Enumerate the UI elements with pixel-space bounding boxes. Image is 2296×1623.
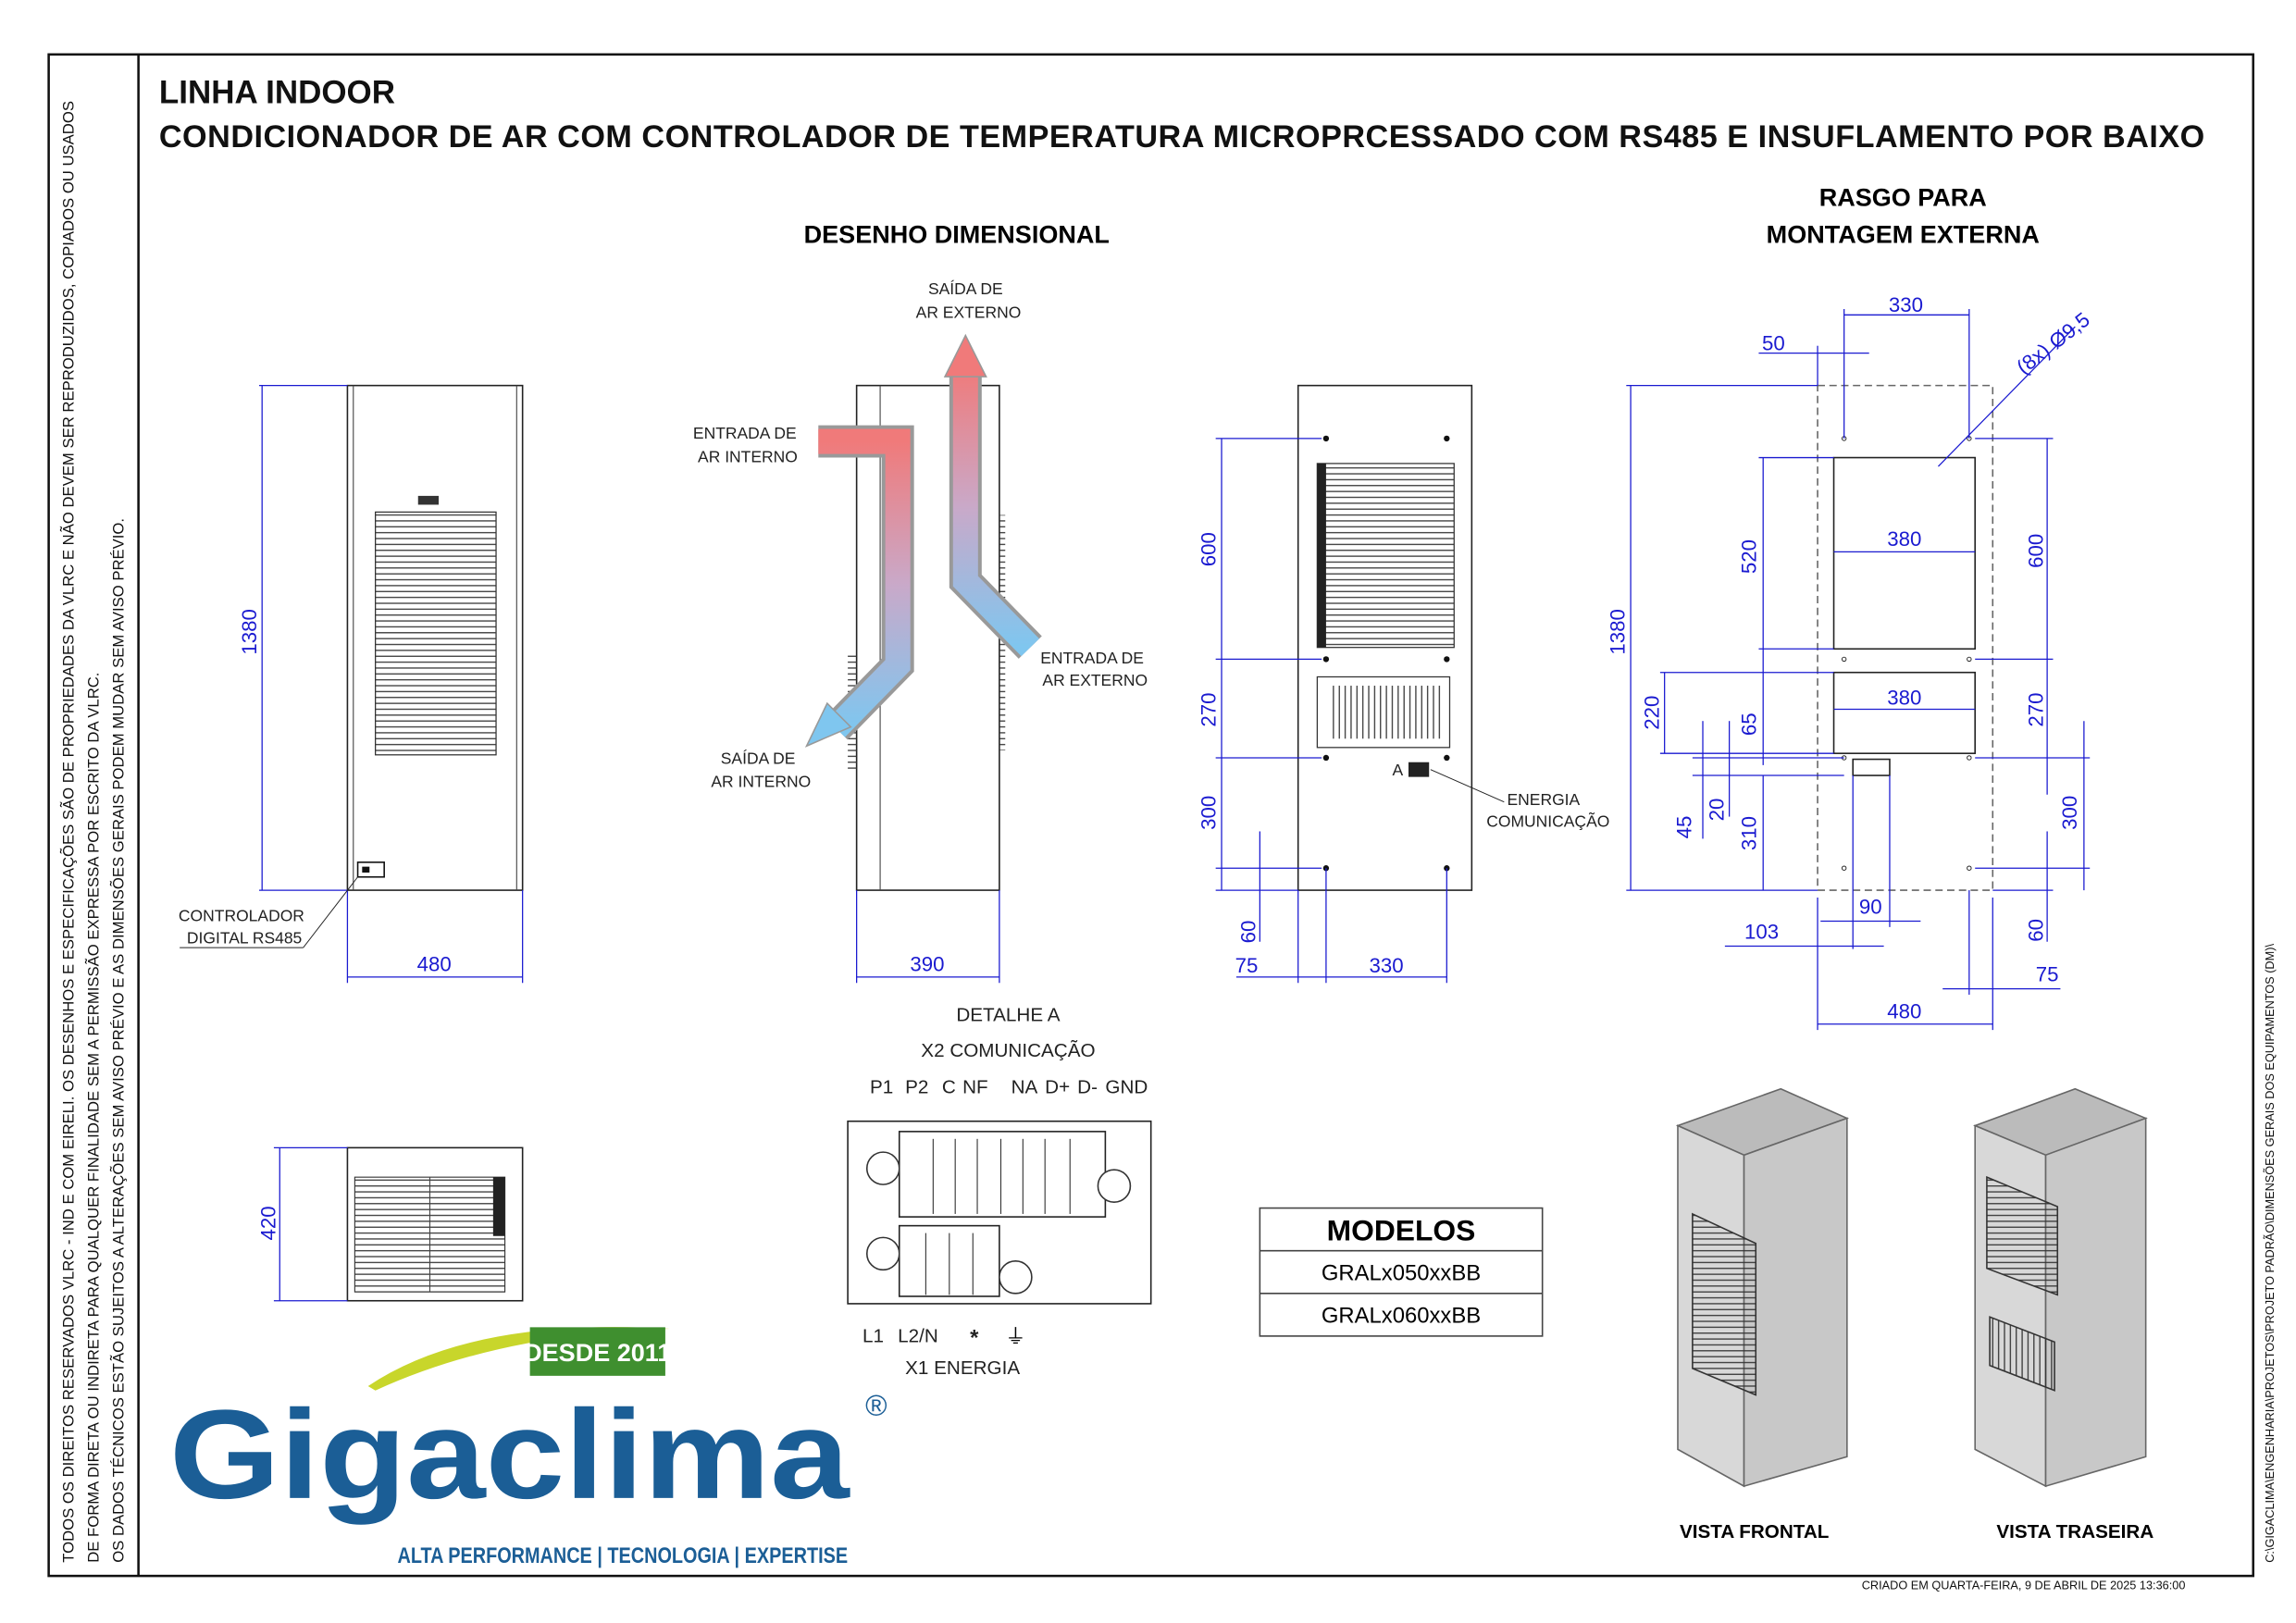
screw-icon: [1097, 1169, 1132, 1203]
screw-icon: [999, 1260, 1033, 1295]
dim-mount-50: 50: [1762, 331, 1785, 354]
terminal-nf: NF: [962, 1077, 988, 1098]
dim-mount-270: 270: [2024, 692, 2047, 726]
mounting-cutout: 330 50 (8x) Ø9,5 1380 520 380 380 600 22…: [1607, 293, 2094, 1031]
label-comunicacao: COMUNICAÇÃO: [1486, 812, 1609, 831]
dim-mount-380-lower: 380: [1887, 687, 1921, 710]
label-entrada-ar-interno-1: ENTRADA DE: [693, 424, 797, 442]
view-front-label: VISTA FRONTAL: [1680, 1521, 1829, 1542]
detail-a: DETALHE A X2 COMUNICAÇÃO P1 P2 C NF NA D…: [847, 1005, 1152, 1379]
dim-mount-220: 220: [1640, 696, 1663, 730]
label-saida-ar-interno-1: SAÍDA DE: [721, 749, 796, 767]
legal-line-1: TODOS OS DIREITOS RESERVADOS VLRC - IND …: [59, 101, 78, 1563]
view-rear-label: VISTA TRASEIRA: [1996, 1521, 2153, 1542]
screw-icon: [865, 1151, 900, 1185]
legal-line-3: OS DADOS TÉCNICOS ESTÃO SUJEITOS A ALTER…: [109, 518, 128, 1563]
legal-line-2: DE FORMA DIRETA OU INDIRETA PARA QUALQUE…: [84, 673, 103, 1563]
ground-symbol-icon: ⏚: [1005, 1325, 1025, 1348]
label-energia: ENERGIA: [1508, 790, 1581, 809]
rear-3d-view: VISTA TRASEIRA: [1973, 1087, 2153, 1542]
terminal-d-minus: D-: [1077, 1077, 1098, 1098]
created-date: CRIADO EM QUARTA-FEIRA, 9 DE ABRIL DE 20…: [1862, 1578, 2186, 1592]
dim-mount-103: 103: [1744, 921, 1779, 944]
terminal-p1: P1: [870, 1077, 893, 1098]
screw-icon: [865, 1236, 900, 1271]
terminal-l2n: L2/N: [898, 1325, 938, 1346]
detail-x1-label: X1 ENERGIA: [905, 1357, 1020, 1379]
dim-rear-75: 75: [1235, 954, 1259, 977]
models-table: MODELOS GRALx050xxBB GRALx060xxBB: [1259, 1207, 1544, 1337]
model-row: GRALx050xxBB: [1322, 1260, 1481, 1285]
dim-mount-380-upper: 380: [1887, 527, 1921, 551]
title-line-1: LINHA INDOOR: [159, 74, 395, 110]
dim-front-height: 1380: [238, 609, 261, 655]
controller-label-1: CONTROLADOR: [179, 906, 304, 924]
sheet-border: [47, 53, 2255, 1578]
dim-mount-1380: 1380: [1607, 609, 1630, 655]
dim-top-depth: 420: [257, 1206, 280, 1240]
dim-mount-300: 300: [2058, 796, 2081, 830]
dim-rear-330: 330: [1370, 954, 1404, 977]
dim-rear-600: 600: [1198, 532, 1221, 566]
side-view: SAÍDA DE AR EXTERNO ENTRADA DE AR INTERN…: [693, 279, 1148, 984]
dim-mount-90: 90: [1859, 896, 1882, 919]
logo-swoosh: [367, 1327, 670, 1391]
terminal-p2: P2: [905, 1077, 928, 1098]
label-entrada-ar-interno-2: AR INTERNO: [698, 447, 798, 465]
dim-mount-60: 60: [2024, 919, 2047, 942]
dim-front-width: 480: [417, 953, 452, 976]
dim-side-depth: 390: [910, 953, 944, 976]
dim-rear-270: 270: [1198, 692, 1221, 726]
dim-rear-300: 300: [1198, 796, 1221, 830]
section-dimensional: DESENHO DIMENSIONAL: [804, 220, 1110, 248]
dim-mount-330: 330: [1889, 293, 1923, 316]
logo-since: DESDE 2011: [524, 1339, 671, 1367]
file-path: C:\GIGACLIMA\ENGENHARIA\PROJETOS\PROJETO…: [2263, 944, 2277, 1563]
controller-label-2: DIGITAL RS485: [187, 928, 302, 947]
model-row: GRALx060xxBB: [1322, 1304, 1481, 1329]
terminal-l1: L1: [863, 1325, 884, 1346]
terminal-gnd: GND: [1105, 1077, 1148, 1098]
gigaclima-logo: DESDE 2011 Gigaclima ® ALTA PERFORMANCE …: [169, 1327, 887, 1568]
dim-mount-65: 65: [1737, 712, 1760, 736]
terminal-c: C: [942, 1077, 956, 1098]
dim-rear-60: 60: [1237, 921, 1260, 944]
title-line-2: CONDICIONADOR DE AR COM CONTROLADOR DE T…: [159, 119, 2204, 155]
dim-mount-520: 520: [1737, 539, 1760, 574]
detail-x2-label: X2 COMUNICAÇÃO: [921, 1039, 1095, 1061]
logo-tagline: ALTA PERFORMANCE | TECNOLOGIA | EXPERTIS…: [397, 1543, 848, 1568]
label-saida-ar-externo-1: SAÍDA DE: [928, 279, 1003, 298]
logo-registered: ®: [865, 1389, 887, 1422]
dim-mount-20: 20: [1705, 799, 1728, 822]
terminal-na: NA: [1011, 1077, 1038, 1098]
label-entrada-ar-externo-2: AR EXTERNO: [1042, 671, 1148, 689]
section-rasgo-2: MONTAGEM EXTERNA: [1767, 220, 2040, 248]
terminal-d-plus: D+: [1045, 1077, 1070, 1098]
terminal-star: *: [970, 1325, 979, 1350]
models-header: MODELOS: [1327, 1214, 1476, 1247]
front-view: 1380 480 CONTROLADOR DIGITAL RS485: [179, 384, 524, 984]
dim-mount-holes: (8x) Ø9,5: [2012, 308, 2093, 379]
dim-mount-75: 75: [2036, 963, 2059, 986]
top-view: 420: [257, 1146, 524, 1302]
dim-mount-480: 480: [1887, 999, 1921, 1022]
rear-view: A ENERGIA COMUNICAÇÃO 600 270 300 60 75 …: [1198, 384, 1609, 984]
logo-name: Gigaclima: [169, 1383, 850, 1525]
front-3d-view: VISTA FRONTAL: [1675, 1087, 1849, 1542]
detail-title: DETALHE A: [956, 1005, 1060, 1026]
dim-mount-600: 600: [2024, 534, 2047, 568]
dim-mount-45: 45: [1672, 816, 1695, 839]
detail-a-mark: A: [1392, 761, 1403, 779]
section-rasgo-1: RASGO PARA: [1819, 184, 1987, 212]
label-entrada-ar-externo-1: ENTRADA DE: [1040, 649, 1144, 667]
dim-mount-310: 310: [1737, 816, 1760, 850]
label-saida-ar-interno-2: AR INTERNO: [711, 773, 811, 791]
label-saida-ar-externo-2: AR EXTERNO: [916, 303, 1022, 321]
